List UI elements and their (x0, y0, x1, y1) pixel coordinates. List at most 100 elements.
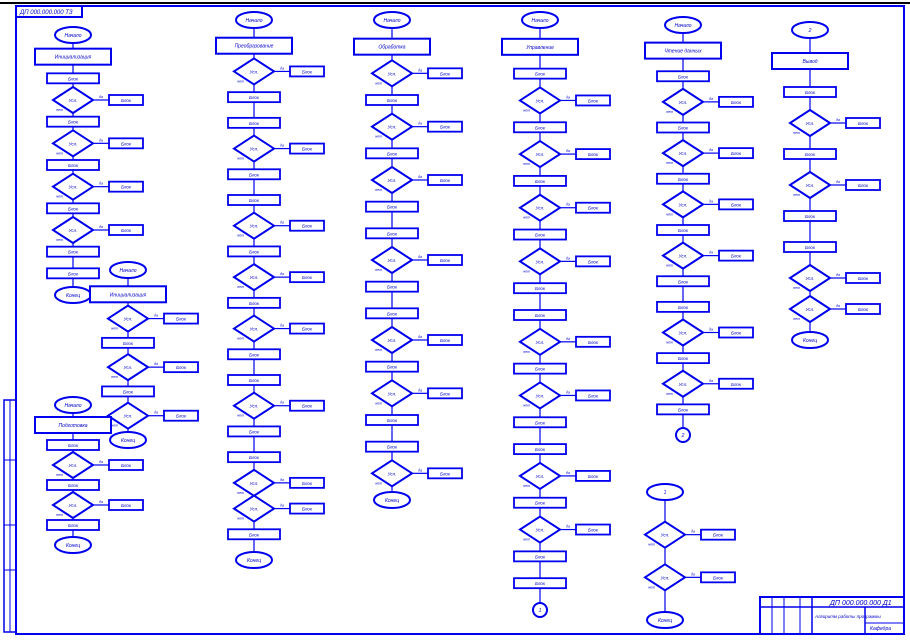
decision-diamond (518, 381, 562, 410)
process-block (227, 451, 281, 464)
branch-process-block (163, 361, 199, 374)
decision-diamond (661, 241, 705, 270)
end-terminator (54, 536, 92, 554)
yes-label: да (566, 337, 570, 341)
process-block-label: Блок (535, 286, 546, 291)
no-label: нет (56, 108, 63, 112)
no-label: нет (375, 481, 382, 485)
connector-circle (532, 602, 548, 618)
decision-label: Усл. (679, 331, 688, 336)
branch-block-label: Блок (588, 98, 599, 103)
process-block-label: Блок (249, 352, 260, 357)
branch-process-block (289, 219, 325, 232)
branch-block-label: Блок (588, 152, 599, 157)
process-block-label: Блок (68, 271, 79, 276)
title-process-block (34, 416, 112, 434)
decision-label: Усл. (536, 528, 545, 533)
process-block-label: Блок (249, 532, 260, 537)
process-block-label: Блок (535, 554, 546, 559)
branch-process-block (700, 571, 736, 584)
process-block (46, 159, 100, 171)
process-block-label: Блок (123, 389, 134, 394)
end-label: Конец (66, 543, 80, 549)
yes-label: да (709, 148, 713, 152)
decision-label: Усл. (250, 404, 259, 409)
process-block (46, 479, 100, 491)
yes-label: да (418, 468, 422, 472)
process-block-label: Блок (68, 120, 79, 125)
no-label: нет (237, 337, 244, 341)
yes-label: да (280, 478, 284, 482)
process-block (513, 228, 567, 241)
branch-block-label: Блок (731, 100, 742, 105)
decision-diamond (661, 138, 705, 168)
no-label: нет (111, 375, 118, 379)
title-block-label: Преобразование (235, 44, 274, 50)
decision-diamond (51, 129, 95, 158)
decision-label: Усл. (250, 275, 259, 280)
no-label: нет (237, 157, 244, 161)
process-block-label: Блок (123, 341, 134, 346)
process-block-label: Блок (68, 443, 79, 448)
branch-block-label: Блок (302, 327, 313, 332)
process-block (46, 245, 100, 258)
branch-block-label: Блок (176, 365, 187, 370)
branch-block-label: Блок (858, 276, 869, 281)
decision-label: Усл. (388, 391, 397, 396)
process-block (227, 425, 281, 438)
decision-label: Усл. (69, 228, 78, 233)
branch-process-block (575, 389, 611, 402)
decision-label: Усл. (536, 152, 545, 157)
process-block (227, 91, 281, 104)
process-block-label: Блок (678, 74, 689, 79)
yes-label: да (99, 182, 103, 186)
decision-label: Усл. (661, 533, 670, 538)
no-label: нет (793, 317, 800, 321)
no-label: нет (523, 403, 530, 407)
no-label: нет (666, 392, 673, 396)
process-block (101, 385, 155, 398)
process-block (46, 72, 100, 85)
process-block-label: Блок (535, 72, 546, 77)
process-block-label: Блок (678, 356, 689, 361)
process-block-label: Блок (387, 98, 398, 103)
branch-block-label: Блок (731, 382, 742, 387)
process-block-label: Блок (68, 250, 79, 255)
process-block (365, 147, 419, 160)
title-process-block (89, 285, 167, 304)
end-terminator (109, 431, 147, 449)
process-block (46, 267, 100, 280)
decision-label: Усл. (250, 507, 259, 512)
process-block (365, 94, 419, 106)
end-terminator (646, 611, 684, 629)
decision-label: Усл. (806, 307, 815, 312)
no-label: нет (56, 195, 63, 199)
yes-label: да (418, 388, 422, 392)
process-block (46, 115, 100, 128)
start-terminator (521, 11, 559, 29)
branch-process-block (700, 528, 736, 541)
title-process-block (501, 37, 579, 56)
branch-process-block (845, 117, 881, 129)
decision-diamond (518, 461, 562, 491)
title-block-label: Инициализация (110, 292, 147, 298)
yes-label: да (566, 471, 570, 475)
process-block (656, 121, 710, 134)
branch-block-label: Блок (731, 331, 742, 336)
title-block-label: Обработка (378, 45, 405, 51)
decision-label: Усл. (536, 98, 545, 103)
process-block (513, 175, 567, 187)
end-label: 1 (539, 608, 542, 614)
process-block-label: Блок (68, 76, 79, 81)
decision-diamond (232, 314, 276, 343)
branch-block-label: Блок (121, 503, 132, 508)
no-label: нет (111, 327, 118, 331)
process-block-label: Блок (678, 305, 689, 310)
no-label: нет (793, 131, 800, 135)
process-block-label: Блок (387, 311, 398, 316)
process-block (365, 414, 419, 426)
process-block-label: Блок (805, 214, 816, 219)
process-block-label: Блок (535, 179, 546, 184)
branch-block-label: Блок (121, 141, 132, 146)
decision-diamond (370, 379, 414, 408)
